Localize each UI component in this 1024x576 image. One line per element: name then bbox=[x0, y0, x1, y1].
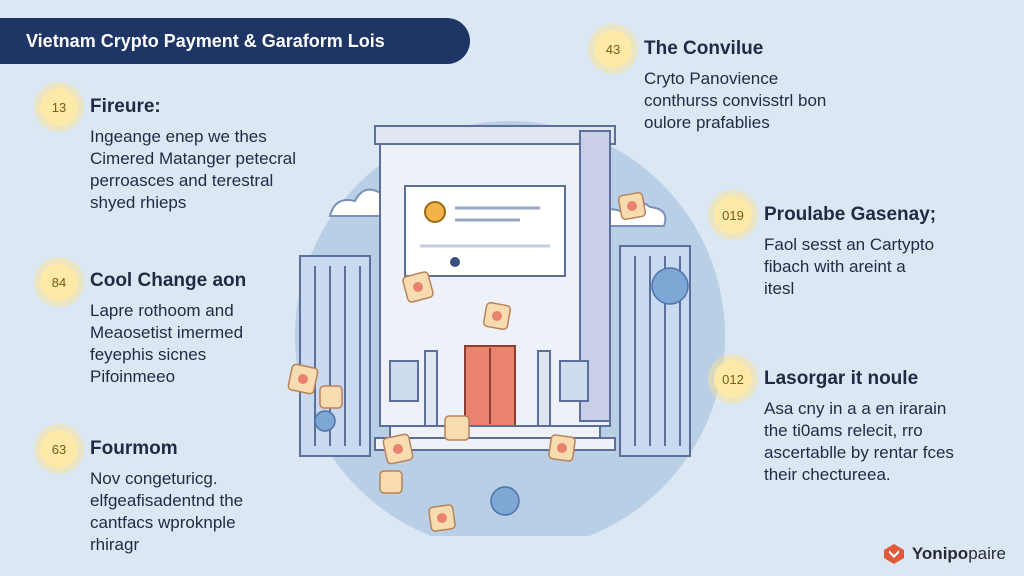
item-right-1: The Convilue Cryto Panovience conthurss … bbox=[644, 38, 914, 134]
crypto-tokens bbox=[287, 191, 647, 532]
badge-right-1: 43 bbox=[594, 30, 632, 68]
item-line: shyed rhieps bbox=[90, 193, 187, 212]
brand-name: Yonipopaire bbox=[912, 544, 1006, 564]
coin-icon bbox=[424, 201, 446, 223]
main-building bbox=[374, 125, 616, 451]
item-line: fibach with areint a bbox=[764, 257, 906, 276]
item-line: itesl bbox=[764, 279, 795, 298]
brand-name-rest: paire bbox=[968, 544, 1006, 563]
item-title: Fourmom bbox=[90, 438, 178, 459]
item-title: Fireure: bbox=[90, 96, 161, 117]
badge-right-3: 012 bbox=[714, 360, 752, 398]
item-line: Lapre rothoom and bbox=[90, 301, 234, 320]
item-line: Faol sesst an Cartypto bbox=[764, 235, 935, 254]
item-left-3: Fourmom Nov congeturicg. elfgeafisadentn… bbox=[90, 438, 360, 556]
brand-name-bold: Yonipo bbox=[911, 544, 969, 563]
item-line: their chectureea. bbox=[764, 465, 891, 484]
virus-icon bbox=[314, 267, 689, 516]
item-line: elfgeafisadentnd the bbox=[90, 491, 244, 510]
item-line: the ti0ams relecit, rro bbox=[764, 421, 923, 440]
page-title: Vietnam Crypto Payment & Garaform Lois bbox=[26, 30, 385, 51]
item-left-2: Cool Change aon Lapre rothoom and Meaose… bbox=[90, 270, 360, 388]
item-line: Cimered Matanger petecral bbox=[90, 149, 296, 168]
item-line: Ingeange enep we thes bbox=[90, 127, 267, 146]
item-line: cantfacs wproknple bbox=[90, 513, 236, 532]
item-title: Proulabe Gasenay; bbox=[764, 204, 937, 225]
item-line: Pifoinmeeo bbox=[90, 367, 176, 386]
item-line: oulore prafablies bbox=[644, 113, 770, 132]
badge-left-3: 63 bbox=[40, 430, 78, 468]
building-illustration bbox=[287, 121, 725, 536]
badge-left-1: 13 bbox=[40, 88, 78, 126]
title-banner: Vietnam Crypto Payment & Garaform Lois bbox=[0, 18, 470, 64]
item-right-2: Proulabe Gasenay; Faol sesst an Cartypto… bbox=[764, 204, 1024, 300]
payment-screen bbox=[404, 185, 566, 277]
item-right-3: Lasorgar it noule Asa cny in a a en irar… bbox=[764, 368, 1024, 486]
item-line: perroasces and terestral bbox=[90, 171, 274, 190]
item-title: Lasorgar it noule bbox=[764, 368, 919, 389]
item-title: The Convilue bbox=[644, 38, 764, 59]
item-line: Nov congeturicg. bbox=[90, 469, 218, 488]
item-left-1: Fireure: Ingeange enep we thes Cimered M… bbox=[90, 96, 360, 214]
item-line: Cryto Panovience bbox=[644, 69, 779, 88]
item-line: conthurss convisstrl bon bbox=[644, 91, 827, 110]
item-line: feyephis sicnes bbox=[90, 345, 207, 364]
brand-logo: Yonipopaire bbox=[882, 542, 1006, 566]
badge-right-2: 019 bbox=[714, 196, 752, 234]
brand-logo-icon bbox=[883, 544, 904, 564]
item-line: Meaosetist imermed bbox=[90, 323, 244, 342]
item-line: rhiragr bbox=[90, 535, 140, 554]
item-line: ascertablle by rentar fces bbox=[764, 443, 954, 462]
item-title: Cool Change aon bbox=[90, 270, 247, 291]
badge-left-2: 84 bbox=[40, 263, 78, 301]
item-line: Asa cny in a a en irarain bbox=[764, 399, 947, 418]
